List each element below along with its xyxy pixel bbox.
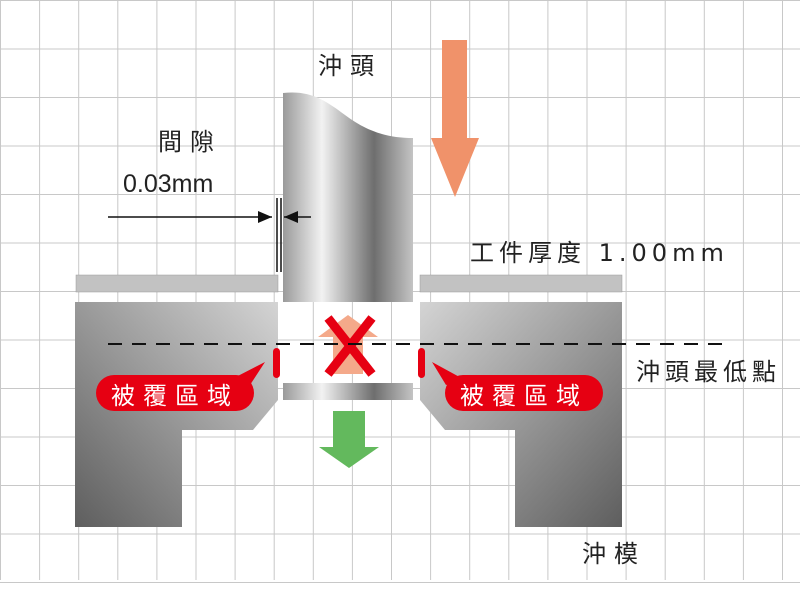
coated-area-left-badge: 被覆區域 bbox=[96, 375, 254, 411]
coated-area-right-badge: 被覆區域 bbox=[445, 375, 603, 411]
clearance-label: 間隙 bbox=[158, 128, 222, 156]
cross-icon bbox=[324, 315, 376, 377]
die-left bbox=[75, 302, 278, 527]
workpiece-left bbox=[75, 274, 279, 293]
clearance-value: 0.03mm bbox=[123, 170, 214, 198]
punch-label: 沖頭 bbox=[318, 52, 382, 80]
punch bbox=[283, 92, 413, 302]
slug-eject-arrow-icon bbox=[319, 411, 379, 468]
clearance-dimension bbox=[108, 198, 311, 272]
slug bbox=[283, 383, 413, 400]
punch-down-arrow-icon bbox=[431, 40, 479, 197]
punch-lowest-point-label: 沖頭最低點 bbox=[636, 358, 781, 386]
die-label: 沖模 bbox=[582, 540, 646, 568]
coated-mark-left bbox=[273, 348, 280, 378]
workpiece-right bbox=[419, 274, 623, 293]
die-right bbox=[420, 302, 622, 527]
coated-mark-right bbox=[418, 348, 425, 378]
workpiece-thickness-label: 工件厚度 1.00mm bbox=[470, 239, 729, 267]
